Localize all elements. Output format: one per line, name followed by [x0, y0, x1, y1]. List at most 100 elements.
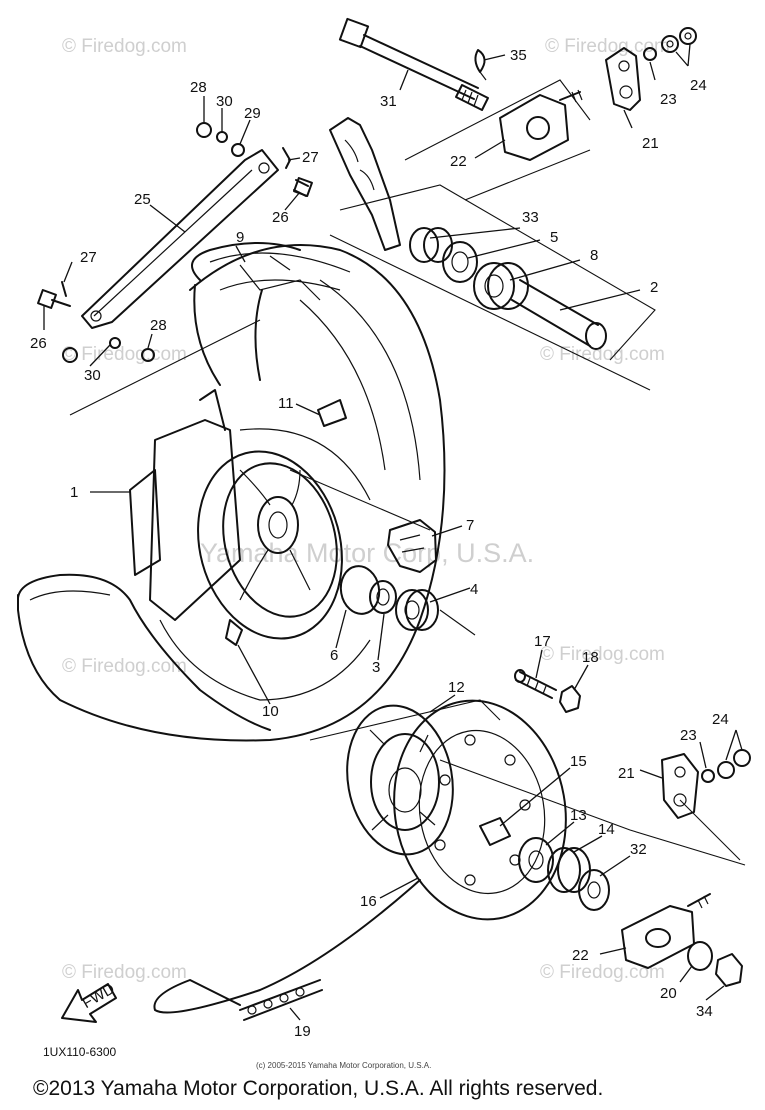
adjuster-plate-part-22-top	[499, 89, 583, 161]
callout-19: 19	[294, 1023, 311, 1040]
small-copyright: (c) 2005-2015 Yamaha Motor Corporation, …	[256, 1061, 432, 1070]
callout-6: 6	[330, 647, 338, 664]
diagram-code: 1UX110-6300	[43, 1045, 117, 1059]
callout-30-left: 30	[84, 367, 101, 384]
sprocket-bearing-stack	[479, 817, 610, 911]
watermark-center: Yamaha Motor Corp, U.S.A.	[200, 538, 534, 568]
callout-34: 34	[696, 1003, 713, 1020]
hub-bearings-right	[339, 565, 439, 631]
fwd-label: FWD	[80, 980, 118, 1012]
swingarm-bracket	[329, 117, 401, 251]
callout-24-top: 24	[690, 77, 707, 94]
callout-11: 11	[278, 395, 294, 412]
watermark-lower-right: © Firedog.com	[540, 644, 665, 665]
callout-3: 3	[372, 659, 380, 676]
callout-15: 15	[570, 753, 587, 770]
sprocket-hub-part-12	[346, 704, 454, 856]
washer-28-left	[109, 337, 121, 349]
washer-part-20	[687, 941, 713, 971]
callout-29: 29	[244, 105, 261, 122]
guide-line-sprocket-right	[439, 759, 746, 866]
callout-32: 32	[630, 841, 647, 858]
guide-line-adjuster-lower	[464, 149, 591, 201]
pin-27-top	[282, 147, 291, 169]
callout-21-lower: 21	[618, 765, 635, 782]
callout-5: 5	[550, 229, 558, 246]
watermark-mid-right: © Firedog.com	[540, 344, 665, 365]
rear-wheel-part-1	[129, 389, 371, 701]
callout-13: 13	[570, 807, 587, 824]
callout-28-top: 28	[190, 79, 207, 96]
valve-part-10	[225, 619, 243, 646]
washer-30-top	[216, 131, 228, 143]
watermark-top-left: © Firedog.com	[62, 36, 187, 57]
callout-4: 4	[470, 581, 478, 598]
watermark-bottom-left: © Firedog.com	[62, 962, 187, 983]
callout-26-left: 26	[30, 335, 47, 352]
callout-22-top: 22	[450, 153, 467, 170]
balance-weight-part-11	[317, 399, 347, 427]
sprocket-part-16	[393, 699, 567, 921]
guide-line-bearing-right	[439, 609, 476, 636]
callout-33: 33	[522, 209, 539, 226]
rear-tire-part-9	[17, 242, 446, 742]
washer-29	[231, 143, 245, 157]
guide-line-bearing-stack	[339, 184, 656, 361]
callout-12: 12	[448, 679, 465, 696]
watermark-mid-left: © Firedog.com	[62, 344, 187, 365]
torque-arm-fasteners	[37, 122, 313, 363]
callout-28-left: 28	[150, 317, 167, 334]
callout-20: 20	[660, 985, 677, 1002]
guide-line-tire-left	[69, 319, 261, 416]
callout-27-top: 27	[302, 149, 319, 166]
pin-27-left	[61, 281, 67, 297]
callout-1: 1	[70, 484, 78, 501]
callout-10: 10	[262, 703, 279, 720]
callout-9: 9	[236, 229, 244, 246]
torque-arm-part-25	[81, 149, 279, 329]
cotter-pin-part-35	[474, 49, 487, 81]
callout-21-top: 21	[642, 135, 659, 152]
callout-35: 35	[510, 47, 527, 64]
watermark-bottom-right: © Firedog.com	[540, 962, 665, 983]
callout-7: 7	[466, 517, 474, 534]
rear-axle-part-31	[338, 17, 489, 111]
callout-23-top: 23	[660, 91, 677, 108]
watermark-top-right: © Firedog.com	[545, 36, 670, 57]
bolt-26-left	[37, 289, 57, 309]
guide-line-axle-to-hub	[329, 234, 651, 391]
callout-17: 17	[534, 633, 551, 650]
nut-part-34	[715, 953, 743, 987]
callout-labels: 35 31 21 23 24 22 33 5 8 2 28 30 29 27 2…	[30, 47, 729, 1040]
watermark-lower-left: © Firedog.com	[62, 656, 187, 677]
callout-30-top: 30	[216, 93, 233, 110]
callout-8: 8	[590, 247, 598, 264]
bearing-stack-left	[409, 227, 607, 350]
callout-27-left: 27	[80, 249, 97, 266]
callout-18: 18	[582, 649, 599, 666]
nut-30-left	[62, 347, 78, 363]
sprocket-bolt-nut	[514, 669, 581, 713]
callout-14: 14	[598, 821, 615, 838]
copyright-notice: ©2013 Yamaha Motor Corporation, U.S.A. A…	[33, 1077, 604, 1100]
guide-line-sprocket-top	[309, 699, 501, 741]
fwd-arrow-icon: FWD	[61, 980, 118, 1023]
callout-25: 25	[134, 191, 151, 208]
callout-16: 16	[360, 893, 377, 910]
callout-24-lower: 24	[712, 711, 729, 728]
callout-22-lower: 22	[572, 947, 589, 964]
chain-adjuster-part-21-top	[605, 47, 641, 111]
damper-part-7	[387, 519, 437, 573]
assembly-guide-lines	[69, 79, 746, 866]
washer-nut-set-top	[643, 27, 697, 61]
adjuster-plate-part-22-lower	[621, 893, 743, 987]
guide-line-hub-bearing	[289, 469, 431, 531]
drive-chain-part-19	[153, 879, 421, 1021]
guide-line-axle-adjuster	[404, 79, 591, 161]
watermarks: © Firedog.com © Firedog.com © Firedog.co…	[62, 36, 670, 983]
callout-26-top: 26	[272, 209, 289, 226]
guide-line-adjuster-right	[679, 799, 741, 861]
chain-adjuster-part-21-lower	[661, 749, 751, 819]
callout-31: 31	[380, 93, 397, 110]
